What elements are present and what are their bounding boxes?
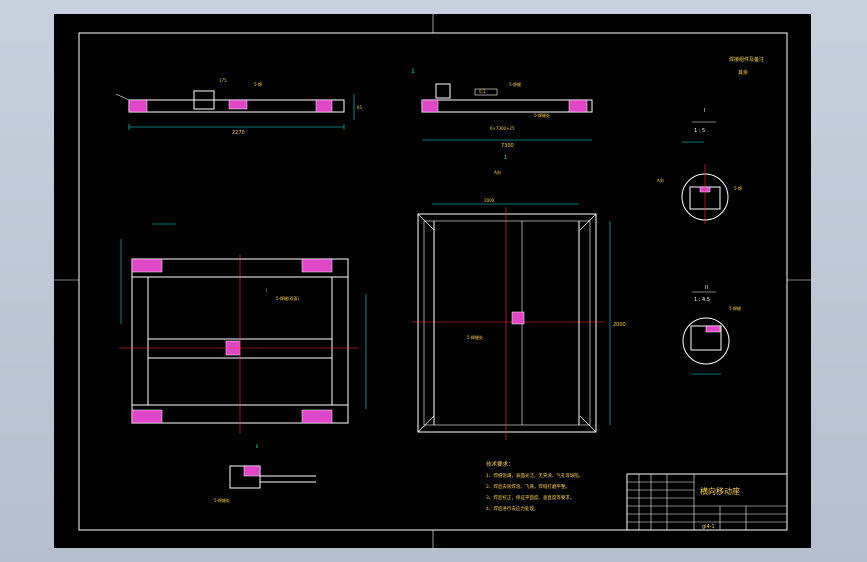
dim-top-left: 2270 (232, 130, 245, 136)
tech-req-item: 1、焊缝饱满，表面光洁，无夹渣，气孔等缺陷。 (486, 472, 583, 479)
detail-view-2: II 1 : 4.5 5-焊缝 (682, 285, 741, 375)
plan-view-right: 2000 2000 5-焊缝处 A向 1 (412, 155, 626, 440)
drawing-title: 横向移动座 (700, 486, 740, 496)
detail-view-1: I 1 : 5 A向 5-焊 (657, 108, 742, 224)
svg-text:其余: 其余 (738, 69, 748, 76)
note-top-right: 焊接组件及备注 (729, 56, 764, 63)
svg-text:A向: A向 (494, 169, 501, 175)
svg-text:5-焊: 5-焊 (254, 81, 262, 87)
tech-req-item: 2、焊后去除焊渣、飞溅，焊缝打磨平整。 (486, 483, 570, 490)
section-view: II 5-焊缝处 (214, 444, 316, 503)
svg-text:5-焊缝(双面): 5-焊缝(双面) (276, 295, 300, 301)
svg-text:A向: A向 (657, 177, 664, 183)
detail-2-scale: 1 : 4.5 (694, 297, 710, 303)
tech-requirements: 技术要求： 1、焊缝饱满，表面光洁，无夹渣，气孔等缺陷。 2、焊后去除焊渣、飞溅… (486, 460, 583, 512)
dim-top-right: 7300 (501, 143, 514, 149)
cad-viewport[interactable]: 2270 65 175 5-焊 7300 0.1 5-焊缝 6×7300+25 … (54, 14, 811, 548)
detail-1-label: I (704, 108, 705, 114)
side-view-left: 2270 65 175 5-焊 (115, 78, 363, 136)
tech-req-item: 4、焊后进行去应力处理。 (486, 505, 538, 512)
svg-text:I: I (266, 288, 267, 293)
svg-text:5-焊缝处: 5-焊缝处 (214, 497, 230, 503)
svg-text:0.1: 0.1 (479, 89, 486, 94)
dim-plan-height: 2000 (613, 322, 626, 328)
svg-text:5-焊缝处: 5-焊缝处 (467, 334, 483, 340)
plan-view-left: I 5-焊缝(双面) (119, 223, 367, 434)
svg-text:6×7300+25: 6×7300+25 (490, 126, 515, 131)
svg-text:175: 175 (219, 78, 227, 83)
drawing-canvas: 2270 65 175 5-焊 7300 0.1 5-焊缝 6×7300+25 … (54, 14, 811, 548)
svg-text:5-焊缝: 5-焊缝 (729, 305, 741, 311)
title-block: 横向移动座 gl4-1 (626, 473, 788, 531)
detail-2-label: II (705, 285, 708, 291)
svg-text:1: 1 (411, 68, 415, 75)
svg-text:II: II (256, 444, 258, 449)
tech-req-heading: 技术要求： (486, 460, 514, 468)
svg-text:1: 1 (504, 155, 507, 161)
detail-1-scale: 1 : 5 (694, 128, 705, 134)
svg-text:2000: 2000 (484, 198, 495, 203)
svg-text:5-焊缝: 5-焊缝 (509, 81, 521, 87)
tech-req-item: 3、焊后校正，保证平面度、垂直度等要求。 (486, 494, 574, 501)
side-view-right: 7300 0.1 5-焊缝 6×7300+25 5-焊缝处 1 (411, 68, 593, 149)
svg-text:5-焊缝处: 5-焊缝处 (534, 112, 550, 118)
svg-text:5-焊: 5-焊 (734, 185, 742, 191)
drawing-number: gl4-1 (702, 524, 715, 530)
svg-text:65: 65 (357, 105, 363, 110)
